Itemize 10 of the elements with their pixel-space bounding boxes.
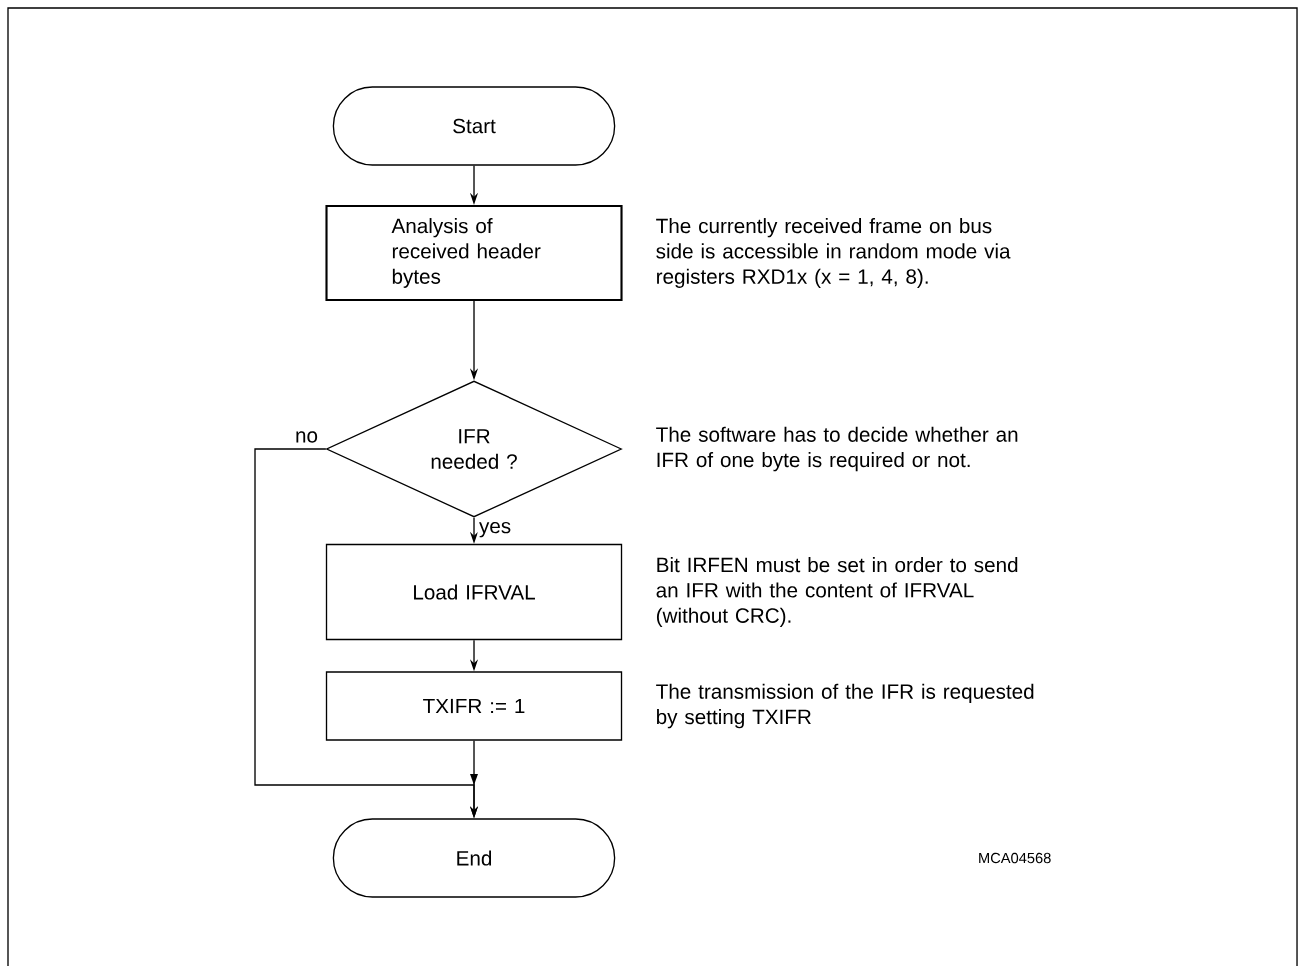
edge-label: yes xyxy=(479,521,511,538)
process-box: Analysis of received header bytes xyxy=(325,204,623,302)
note-text: The software has to decide whether an IFR of one byte is required or not. xyxy=(656,426,1018,472)
note-text: The transmission of the IFR is requested by setting TXIFR xyxy=(656,683,1034,729)
figure-id: MCA04568 xyxy=(979,852,1051,864)
process-box: TXIFR := 1 xyxy=(325,671,623,741)
edge-label: no xyxy=(296,431,318,443)
process-box: Load IFRVAL xyxy=(325,543,623,641)
note-text: The currently received frame on bus side is accessible in random mode via registers RXD1x (x = 1, 4, 8). xyxy=(656,218,1011,288)
note-text: Bit IRFEN must be set in order to send an IFR with the content of IFRVAL (without CRC). xyxy=(656,557,1018,627)
